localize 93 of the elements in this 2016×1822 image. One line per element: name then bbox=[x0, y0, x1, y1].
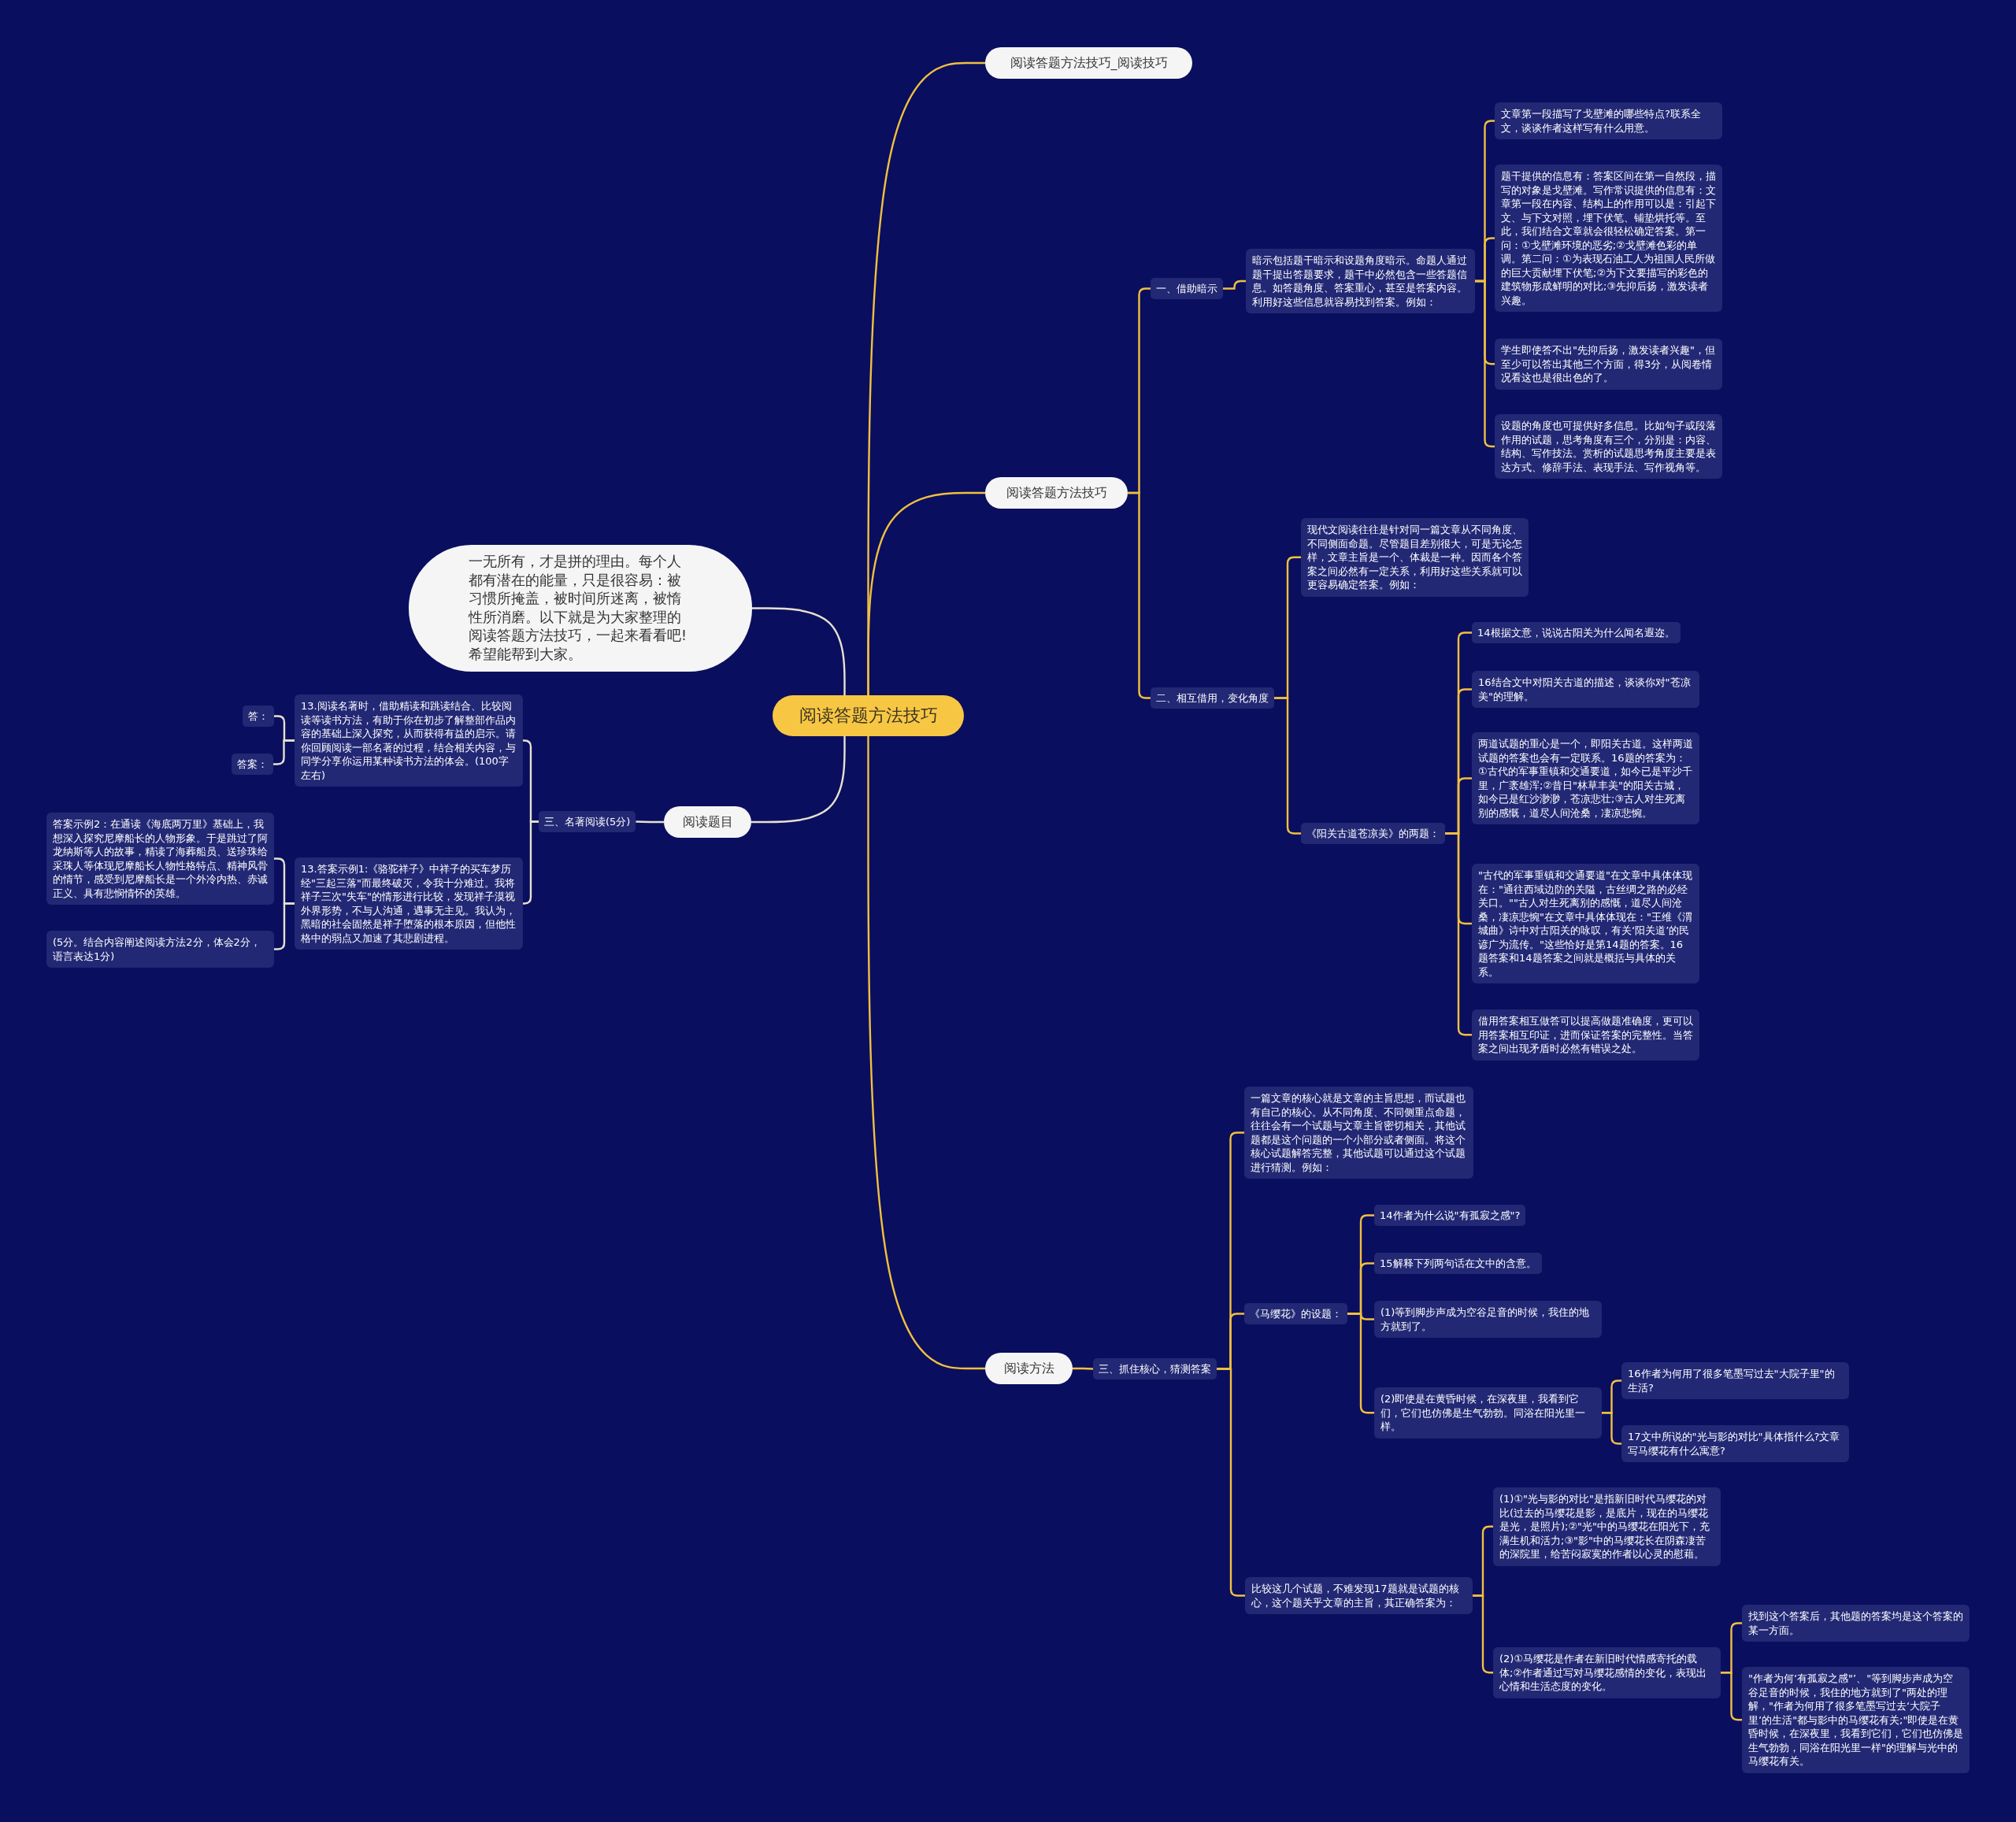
topic-box bbox=[46, 931, 274, 968]
topic-text: 三、名著阅读(5分) bbox=[544, 815, 631, 828]
topic-box bbox=[1495, 102, 1722, 139]
connector-line bbox=[751, 736, 846, 824]
topic-box bbox=[1472, 671, 1699, 708]
topic-text: 设题的角度也可提供好多信息。比如句子或段落作用的试题，思考角度有三个，分别是：内容、结构、写作技法。赏析的试题思考角度主要是表达方式、修辞手法、表现手法、写作视角等。 bbox=[1501, 419, 1716, 474]
topic-text: 现代文阅读往往是针对同一篇文章从不同角度、不同侧面命题。尽管题目差别很大，可是无论怎样，文章主旨是一个、体裁是一种。因而各个答案之间必然有一定关系，利用好这些关系就可以更容易确定答案。例如： bbox=[1307, 523, 1522, 592]
connector-line bbox=[274, 902, 295, 950]
topic-label-box bbox=[539, 811, 636, 832]
topic-box bbox=[1301, 518, 1529, 597]
topic-text: 13.阅读名著时，借助精读和跳读结合、比较阅读等读书方法，有助于你在初步了解整部作品内容的基础上深入探究，从而获得有益的启示。请你回顾阅读一部名著的过程，结合相关内容，与同学分享你运用某种读书方法的体会。(100字左右) bbox=[301, 699, 517, 782]
topic-text: 16作者为何用了很多笔墨写过去"大院子里"的生活? bbox=[1628, 1367, 1836, 1394]
connector-line bbox=[867, 491, 985, 695]
topic-text: 16结合文中对阳关古道的描述，谈谈你对"苍凉美"的理解。 bbox=[1478, 676, 1692, 703]
topic-text: (1)等到脚步声成为空谷足音的时候，我住的地方就到了。 bbox=[1380, 1305, 1591, 1333]
connector-line bbox=[1602, 1412, 1621, 1445]
topic-box bbox=[1374, 1387, 1602, 1439]
topic-box bbox=[1621, 1425, 1849, 1462]
topic-label-box bbox=[1151, 687, 1274, 709]
topic-text: 阅读答题方法技巧_阅读技巧 bbox=[1010, 54, 1168, 72]
topic-text: 暗示包括题干暗示和设题角度暗示。命题人通过题干提出答题要求，题干中必然包含一些答题信息。如答题角度、答案重心，甚至是答案内容。利用好这些信息就容易找到答案。例如： bbox=[1252, 254, 1468, 309]
topic-text: 阅读答题方法技巧 bbox=[1006, 484, 1107, 502]
topic-text: 比较这几个试题，不难发现17题就是试题的核心，这个题关乎文章的主旨，其正确答案为： bbox=[1251, 1582, 1460, 1609]
topic-text: 三、抓住核心，猜测答案 bbox=[1099, 1362, 1211, 1376]
topic-box bbox=[1495, 339, 1722, 390]
topic-label-box bbox=[243, 705, 274, 727]
connector-line bbox=[523, 820, 539, 905]
topic-box bbox=[46, 813, 274, 905]
topic-text: 借用答案相互做答可以提高做题准确度，更可以用答案相互印证，进而保证答案的完整性。当答案之间出现矛盾时必然有错误之处。 bbox=[1478, 1014, 1693, 1056]
topic-box bbox=[1244, 1087, 1473, 1179]
topic-box bbox=[295, 857, 523, 950]
topic-box bbox=[1246, 249, 1475, 313]
topic-pill bbox=[985, 477, 1128, 509]
topic-label-box bbox=[1374, 1253, 1542, 1274]
topic-text: 文章第一段描写了戈壁滩的哪些特点?联系全文，谈谈作者这样写有什么用意。 bbox=[1501, 107, 1702, 135]
central-topic bbox=[773, 695, 964, 736]
topic-box bbox=[1621, 1362, 1849, 1399]
topic-text: (1)①"光与影的对比"是指新旧时代马缨花的对比(过去的马缨花是影，是底片，现在的马缨花是光，是照片);②"光"中的马缨花在阳光下，充满生机和活力;③"影"中的马缨花长在阴森凄苦的深院里，给苦闷寂寞的作者以心灵的慰藉。 bbox=[1499, 1492, 1711, 1561]
topic-text: 答案： bbox=[237, 757, 268, 771]
topic-text: "作者为何‘有孤寂之感"’、"等到脚步声成为空谷足音的时候，我住的地方就到了"两处的理解，"作者为何用了很多笔墨写过去‘大院子里’的生活"都与影中的马缨花有关;"即使是在黄昏时候，在深夜里，我看到它们，它们也仿佛是生气勃勃，同浴在阳光里一样"的理解与光中的马缨花有关。 bbox=[1748, 1672, 1963, 1768]
topic-pill bbox=[664, 806, 751, 838]
topic-text: (2)①马缨花是作者在新旧时代情感寄托的载体;②作者通过写对马缨花感情的变化，表现出心情和生活态度的变化。 bbox=[1499, 1652, 1708, 1694]
topic-pill bbox=[985, 1353, 1073, 1384]
topic-text: 二、相互借用，变化角度 bbox=[1156, 691, 1269, 705]
connector-line bbox=[1445, 832, 1472, 1036]
connector-line bbox=[1473, 1594, 1493, 1674]
topic-label-box bbox=[1374, 1205, 1526, 1226]
connector-line bbox=[636, 820, 664, 824]
connector-line bbox=[752, 607, 846, 695]
topic-box bbox=[1742, 1605, 1970, 1642]
topic-text: 找到这个答案后，其他题的答案均是这个答案的某一方面。 bbox=[1748, 1609, 1963, 1637]
topic-label-box bbox=[232, 754, 273, 775]
connector-line bbox=[867, 736, 985, 1370]
topic-text: (5分。结合内容阐述阅读方法2分，体会2分，语言表达1分) bbox=[53, 935, 261, 963]
topic-text: 14根据文意，说说古阳关为什么闻名遐迩。 bbox=[1477, 626, 1675, 639]
topic-text: 《马缨花》的设题： bbox=[1250, 1307, 1342, 1320]
topic-box bbox=[1495, 414, 1722, 479]
topic-text: 题干提供的信息有：答案区间在第一自然段，描写的对象是戈壁滩。写作常识提供的信息有：文章第一段在内容、结构上的作用可以是：引起下文、与下文对照，埋下伏笔、铺垫烘托等。至此，我们结合文章就会很轻松确定答案。第一问：①戈壁滩环境的恶劣;②戈壁滩色彩的单调。第二问：①为表现石油工人为祖国人民所做的巨大贡献埋下伏笔;②为下文要描写的彩色的建筑物形成鲜明的对比;③先抑后扬，激发读者兴趣。 bbox=[1501, 169, 1716, 307]
topic-text: 15解释下列两句话在文中的含意。 bbox=[1380, 1257, 1536, 1270]
topic-text: 两道试题的重心是一个，即阳关古道。这样两道试题的答案也会有一定联系。16题的答案为：①古代的军事重镇和交通要道，如今已是平沙千里，广袤雄浑;②昔日"林草丰美"的阳关古城，如今已是红沙渺渺，苍凉悲壮;③古人对生死离别的感慨，道尽人间沧桑，凄凉悲惋。 bbox=[1478, 737, 1693, 820]
topic-text: 答案示例2：在通读《海底两万里》基础上，我想深入探究尼摩船长的人物形象。于是跳过了阿龙纳斯等人的故事，精读了海葬船员、送珍珠给采珠人等体现尼摩船长人物性格特点、精神风骨的情节，感受到尼摩船长是一个外冷内热、赤诚正义、具有悲悯情怀的英雄。 bbox=[53, 817, 268, 900]
connector-line bbox=[1274, 697, 1301, 835]
topic-pill bbox=[985, 47, 1192, 79]
topic-text: 《阳关古道苍凉美》的两题： bbox=[1306, 827, 1440, 840]
topic-box bbox=[1493, 1647, 1721, 1698]
topic-text: 一篇文章的核心就是文章的主旨思想，而试题也有自己的核心。从不同角度、不同侧重点命题，往往会有一个试题与文章主旨密切相关，其他试题都是这个问题的一个小部分或者侧面。将这个核心试题解答完整，其他试题可以通过这个试题进行猜测。例如： bbox=[1251, 1091, 1466, 1174]
topic-label-box bbox=[1093, 1358, 1217, 1379]
topic-box bbox=[295, 694, 523, 787]
topic-box bbox=[1493, 1487, 1721, 1566]
topic-text: "古代的军事重镇和交通要道"在文章中具体体现在："通往西域边防的关隘，古丝绸之路的必经关口。""古人对生死离别的感慨，道尽人间沧桑，凄凉悲惋"在文章中具体体现在："王维《渭城曲》诗中对古阳关的咏叹，有关‘阳关道’的民谚广为流传。"这些恰好是第14题的答案。16题答案和14题答案之间就是概括与具体的关系。 bbox=[1478, 868, 1693, 979]
topic-box bbox=[1472, 1009, 1699, 1061]
topic-text: 14作者为什么说"有孤寂之感"? bbox=[1380, 1209, 1521, 1222]
topic-text: 17文中所说的"光与影的对比"具体指什么?文章写马缨花有什么寓意? bbox=[1628, 1430, 1841, 1457]
topic-text: 一、借助暗示 bbox=[1156, 282, 1217, 295]
topic-text: 学生即使答不出"先抑后扬，激发读者兴趣"，但至少可以答出其他三个方面，得3分，从阅卷情况看这也是很出色的了。 bbox=[1501, 343, 1716, 385]
topic-text: 阅读题目 bbox=[682, 813, 733, 831]
connector-line bbox=[273, 739, 295, 765]
topic-text: 一无所有，才是拼的理由。每个人都有潜在的能量，只是很容易：被习惯所掩盖，被时间所迷离，被惰性所消磨。以下就是为大家整理的阅读答题方法技巧，一起来看看吧!希望能帮到大家。 bbox=[469, 553, 687, 664]
topic-box bbox=[1472, 732, 1699, 824]
topic-text: 答： bbox=[248, 709, 269, 723]
topic-label-box bbox=[1301, 823, 1445, 844]
topic-text: 13.答案示例1:《骆驼祥子》中祥子的买车梦历经"三起三落"而最终破灭，令我十分难过。我将祥子三次"失车"的情形进行比较，发现祥子漠视外界形势，不与人沟通，遇事无主见。我认为，黑暗的社会固然是祥子堕落的根本原因，但他性格中的弱点又加速了其悲剧进程。 bbox=[301, 862, 517, 945]
topic-box bbox=[1245, 1577, 1473, 1614]
topic-text: 阅读方法 bbox=[1003, 1360, 1054, 1377]
connector-line bbox=[1073, 1367, 1094, 1370]
topic-label-box bbox=[1472, 622, 1681, 643]
topic-label-box bbox=[1151, 278, 1223, 299]
topic-text: 阅读答题方法技巧 bbox=[799, 705, 938, 727]
connector-line bbox=[1223, 280, 1246, 290]
topic-text: (2)即使是在黄昏时候，在深夜里，我看到它们，它们也仿佛是生气勃勃。同浴在阳光里一样。 bbox=[1380, 1392, 1586, 1434]
topic-box bbox=[1374, 1301, 1602, 1338]
topic-label-box bbox=[1244, 1303, 1347, 1324]
connector-line bbox=[1217, 1368, 1245, 1597]
